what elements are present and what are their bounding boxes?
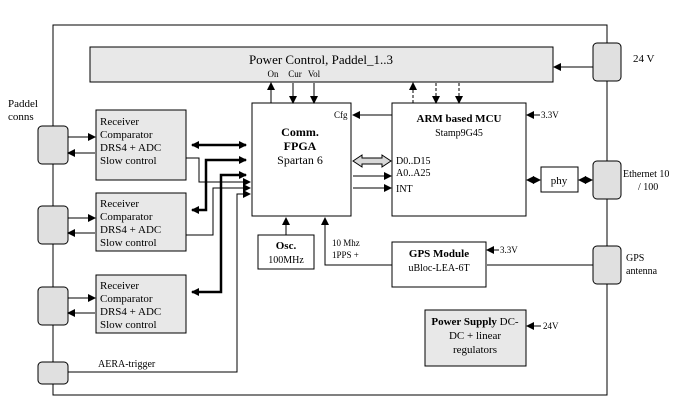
receiver-block-2: Receiver Comparator DRS4 + ADC Slow cont… (95, 192, 187, 252)
svg-text:Comparator: Comparator (100, 129, 153, 141)
paddel-conns-label-2: conns (8, 111, 34, 123)
fpga-block (251, 102, 352, 217)
supply-24v-label: 24 V (633, 53, 655, 65)
svg-text:Slow control: Slow control (100, 237, 157, 249)
paddel-conns-label-1: Paddel (8, 98, 38, 110)
gps-antenna-connector (592, 245, 622, 285)
bus-data-label: D0..D15 (396, 156, 430, 167)
signal-vol-label: Vol (308, 69, 321, 79)
svg-text:Receiver: Receiver (100, 116, 139, 128)
fpga-title-1: Comm. (281, 125, 319, 139)
psu-supply-label: 24V (543, 321, 559, 331)
psu-line-2: DC + linear (449, 330, 501, 342)
data-bus-arrow (352, 154, 392, 168)
gps-module-block (391, 241, 487, 288)
power-control-block (89, 46, 554, 83)
fpga-title-3: Spartan 6 (277, 153, 323, 167)
cfg-label: Cfg (334, 110, 348, 120)
svg-text:Comparator: Comparator (100, 293, 153, 305)
psu-line-1: Power Supply DC- (431, 316, 519, 328)
mcu-sub: Stamp9G45 (435, 128, 483, 139)
receiver-block-1: Receiver Comparator DRS4 + ADC Slow cont… (95, 109, 187, 181)
svg-text:DRS4 + ADC: DRS4 + ADC (100, 142, 161, 154)
svg-text:DRS4 + ADC: DRS4 + ADC (100, 306, 161, 318)
psu-line-3: regulators (453, 344, 497, 356)
mcu-block (391, 102, 527, 217)
receiver-block-3: Receiver Comparator DRS4 + ADC Slow cont… (95, 274, 187, 334)
osc-title: Osc. (276, 240, 297, 252)
paddel-connector-3 (37, 286, 69, 326)
gps-signal-10mhz: 10 Mhz (332, 238, 360, 248)
ethernet-connector (592, 160, 622, 200)
aera-trigger-label: AERA-trigger (98, 359, 156, 370)
gps-sub: uBloc-LEA-6T (408, 263, 469, 274)
power-supply-block (424, 309, 527, 367)
phy-label: phy (551, 175, 568, 187)
ethernet-label-2: / 100 (638, 182, 658, 193)
bus-int-label: INT (396, 184, 413, 195)
aera-connector (37, 361, 69, 385)
connector-24v (592, 42, 622, 82)
osc-freq: 100MHz (268, 255, 304, 266)
svg-text:Slow control: Slow control (100, 319, 157, 331)
mcu-title: ARM based MCU (417, 113, 502, 125)
ethernet-label-1: Ethernet 10 (623, 169, 669, 180)
gps-signal-1pps: 1PPS + (332, 250, 359, 260)
mcu-supply-label: 3.3V (541, 110, 559, 120)
bus-addr-label: A0..A25 (396, 168, 430, 179)
svg-text:Slow control: Slow control (100, 155, 157, 167)
signal-on-label: On (268, 69, 279, 79)
svg-text:Receiver: Receiver (100, 198, 139, 210)
phy-block (540, 166, 579, 193)
paddel-connector-2 (37, 205, 69, 245)
gps-supply-label: 3.3V (500, 245, 518, 255)
signal-cur-label: Cur (288, 69, 302, 79)
gps-antenna-label-2: antenna (626, 266, 658, 277)
svg-text:DRS4 + ADC: DRS4 + ADC (100, 224, 161, 236)
svg-text:Comparator: Comparator (100, 211, 153, 223)
power-control-label: Power Control, Paddel_1..3 (249, 52, 393, 67)
gps-title: GPS Module (409, 248, 469, 260)
gps-antenna-label-1: GPS (626, 253, 644, 264)
paddel-connector-1 (37, 125, 69, 165)
fpga-title-2: FPGA (284, 139, 317, 153)
svg-text:Receiver: Receiver (100, 280, 139, 292)
